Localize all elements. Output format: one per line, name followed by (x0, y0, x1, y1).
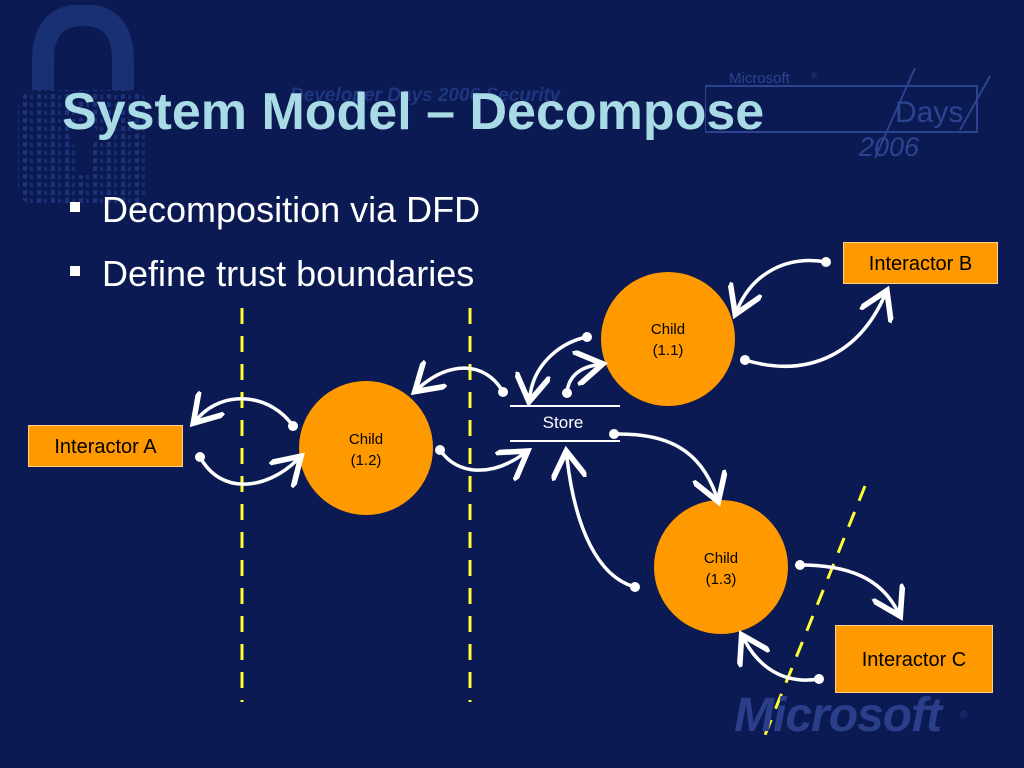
flow-child13-to-store (567, 458, 637, 589)
process-number: (1.2) (351, 452, 382, 469)
year-watermark-text: 2006 (859, 132, 920, 162)
process-label: Child (704, 550, 738, 567)
flow-child11-to-store (530, 335, 589, 395)
bullet-item: Define trust boundaries (70, 256, 474, 292)
process-label: Child (651, 321, 685, 338)
interactor-b-box: Interactor B (843, 242, 998, 284)
devdays-logo-watermark: Microsoft ® Days 2006 (705, 68, 995, 168)
microsoft-watermark-text: Microsoft (729, 70, 790, 87)
flow-store-to-child12 (420, 368, 505, 392)
padlock-watermark-icon (18, 5, 148, 205)
square-bullet-icon (70, 266, 80, 277)
registered-mark: ® (960, 710, 968, 721)
interactor-c-box: Interactor C (835, 625, 993, 693)
days-watermark-text: Days (895, 96, 964, 129)
flow-child13-to-interactor-c (798, 563, 897, 610)
flow-child11-to-interactor-b (743, 297, 884, 368)
flow-interactor-b-to-child11 (738, 258, 828, 308)
process-child-1-3: Child (1.3) (654, 500, 788, 634)
registered-mark: ® (811, 71, 817, 80)
process-label: Child (349, 431, 383, 448)
flow-store-to-child11 (565, 365, 596, 395)
flow-child12-to-store (438, 450, 522, 470)
bullet-item: Decomposition via DFD (70, 192, 480, 228)
process-number: (1.3) (706, 571, 737, 588)
interactor-a-box: Interactor A (28, 425, 183, 467)
microsoft-logo-watermark: Microsoft (734, 689, 942, 742)
data-store: Store (510, 405, 620, 442)
flow-interactor-c-to-child13 (745, 641, 821, 682)
developer-days-watermark: Developer Days 2006 Security (290, 85, 561, 106)
process-number: (1.1) (653, 342, 684, 359)
flow-interactor-a-to-child12 (198, 457, 296, 484)
store-label: Store (543, 413, 584, 432)
flow-store-to-child13 (612, 432, 716, 495)
process-child-1-2: Child (1.2) (299, 381, 433, 515)
square-bullet-icon (70, 202, 80, 213)
process-child-1-1: Child (1.1) (601, 272, 735, 406)
flow-child12-to-interactor-a (198, 399, 295, 428)
bullet-text: Decomposition via DFD (102, 189, 481, 230)
slide-title: System Model – Decompose (62, 83, 765, 141)
bullet-text: Define trust boundaries (102, 253, 475, 294)
